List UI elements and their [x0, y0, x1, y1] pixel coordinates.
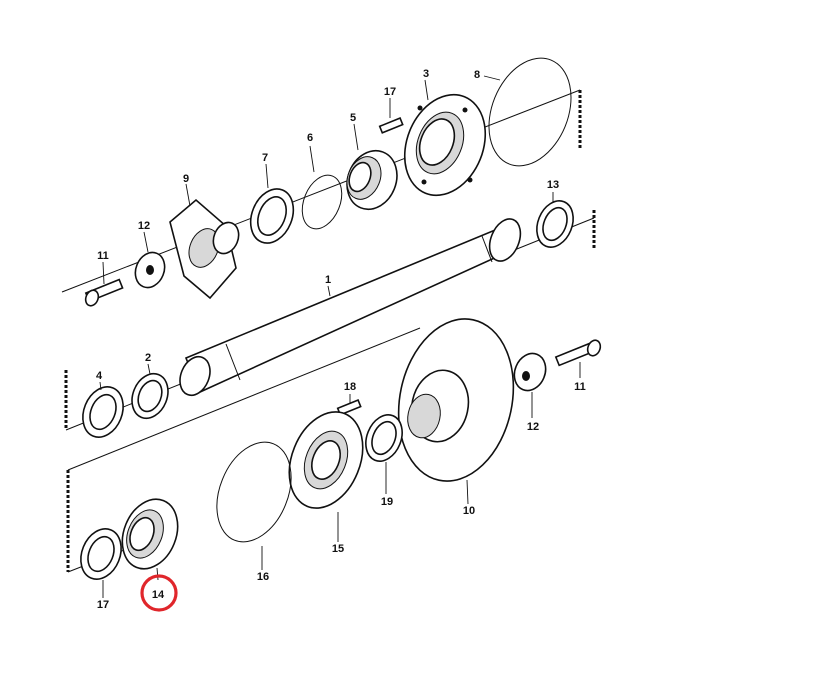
label-part-3: 3	[423, 68, 429, 80]
part-7-seal-ring	[249, 188, 295, 244]
part-4-seal-ring	[82, 386, 124, 438]
label-part-12-left: 12	[138, 220, 150, 232]
part-15-flange-housing	[288, 411, 364, 509]
label-part-15: 15	[332, 543, 344, 555]
part-11-bolt-right	[554, 339, 602, 367]
part-labels: 3 8 17 5 6 7 9 13 12 11 1 2 4 18 11 12 1…	[96, 68, 586, 611]
label-part-11-right: 11	[574, 381, 586, 393]
label-part-13: 13	[547, 179, 559, 191]
label-part-12-right: 12	[527, 421, 539, 433]
leader-lines	[99, 75, 581, 598]
part-3-flange-housing	[403, 93, 487, 197]
label-part-6: 6	[307, 132, 313, 144]
label-part-1: 1	[325, 274, 331, 286]
part-2-seal-ring	[131, 372, 169, 420]
label-part-16: 16	[257, 571, 269, 583]
part-8-o-ring	[488, 57, 572, 167]
label-part-9: 9	[183, 173, 189, 185]
label-part-14: 14	[152, 589, 165, 601]
part-17-bolt-top	[378, 117, 404, 134]
part-11-bolt-left	[84, 278, 124, 307]
part-19-seal-ring	[365, 414, 403, 462]
label-part-10: 10	[463, 505, 475, 517]
label-part-2: 2	[145, 352, 151, 364]
part-6-snap-ring	[301, 174, 343, 230]
part-16-o-ring	[216, 441, 292, 543]
label-part-19: 19	[381, 496, 393, 508]
highlight-circle	[140, 574, 178, 612]
label-part-5: 5	[350, 112, 356, 124]
part-14-bearing	[121, 498, 179, 570]
label-part-17-top: 17	[384, 86, 396, 98]
part-10-disc-flange	[397, 318, 515, 482]
label-part-18: 17	[97, 599, 109, 611]
part-12-washer-left	[134, 251, 166, 289]
part-13-seal-ring	[536, 200, 574, 248]
label-part-11-left: 11	[97, 250, 109, 262]
part-5-bearing	[346, 149, 398, 211]
part-12-washer-right	[513, 352, 547, 392]
part-1-main-shaft	[179, 218, 522, 397]
label-part-4: 4	[96, 370, 103, 382]
part-9-yoke	[169, 198, 240, 300]
part-18-seal-ring	[80, 528, 122, 580]
label-part-17-middle: 18	[344, 381, 356, 393]
label-part-7: 7	[262, 152, 268, 164]
label-part-8: 8	[474, 69, 480, 81]
